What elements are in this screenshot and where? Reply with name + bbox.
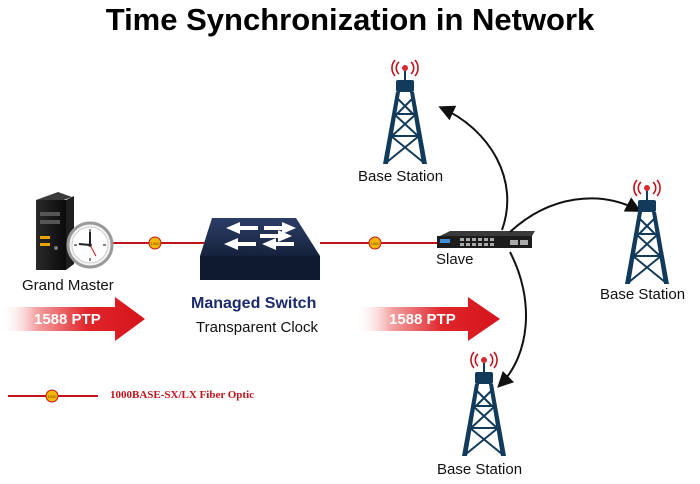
legend-label: 1000BASE-SX/LX Fiber Optic: [110, 389, 255, 401]
sync-arrow-bottom: [497, 251, 527, 388]
ptp-arrow-left: [0, 297, 145, 341]
sync-arrow-right: [509, 197, 642, 233]
base-station-label-bottom: Base Station: [437, 461, 523, 478]
svg-text:1000: 1000: [48, 394, 58, 399]
base-station-label-right: Base Station: [600, 286, 686, 303]
base-station-label-top: Base Station: [358, 168, 444, 185]
slave-switch-icon: [437, 231, 535, 248]
fiber-badge: 1000: [148, 236, 162, 250]
ptp-label-left: 1588 PTP: [34, 311, 101, 328]
fiber-badge: 1000: [368, 236, 382, 250]
ptp-arrow-right: [355, 297, 500, 341]
server-icon: [36, 192, 74, 270]
svg-text:1000: 1000: [371, 241, 381, 246]
page-title: Time Synchronization in Network: [105, 2, 595, 37]
ptp-label-right: 1588 PTP: [389, 311, 456, 328]
tower-icon: [624, 179, 670, 285]
svg-text:1000: 1000: [151, 241, 161, 246]
tower-icon: [461, 351, 507, 457]
transparent-clock-label: Transparent Clock: [196, 319, 318, 336]
legend-badge: 1000: [45, 389, 59, 403]
sync-arrow-top: [438, 105, 509, 231]
switch-icon: [200, 218, 320, 280]
tower-icon: [382, 59, 428, 165]
clock-icon: [66, 221, 114, 269]
slave-label: Slave: [436, 251, 474, 268]
managed-switch-label: Managed Switch: [191, 295, 317, 312]
grand-master-label: Grand Master: [22, 277, 114, 294]
